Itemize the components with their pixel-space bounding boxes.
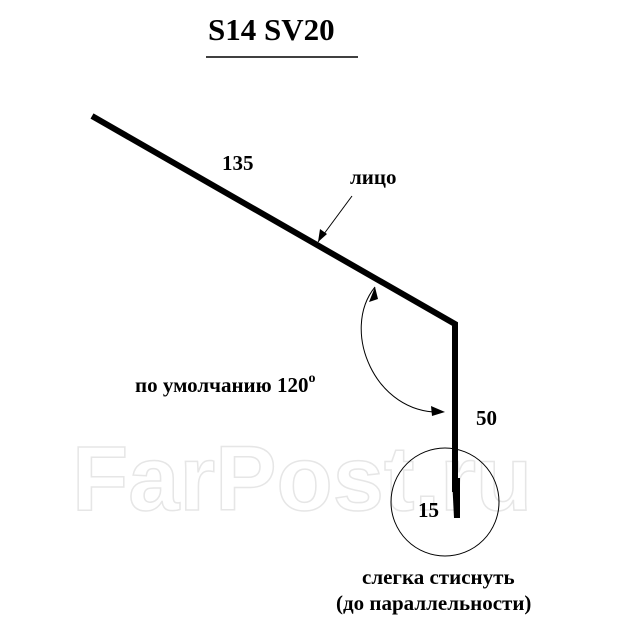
face-leader-arrowhead bbox=[318, 229, 327, 242]
face-label: лицо bbox=[350, 165, 396, 189]
drawing-title: S14 SV20 bbox=[208, 12, 335, 47]
dimension-top-segment: 135 bbox=[222, 151, 254, 175]
angle-degree-mark: o bbox=[308, 371, 315, 386]
angle-label: по умолчанию 120o bbox=[135, 371, 315, 397]
dimension-vertical-segment: 50 bbox=[476, 406, 497, 430]
note-line-2: (до параллельности) bbox=[336, 591, 531, 615]
hem-fold bbox=[452, 478, 460, 518]
profile-line bbox=[90, 113, 458, 492]
dimension-hem: 15 bbox=[418, 498, 439, 522]
note-line-1: слегка стиснуть bbox=[362, 565, 515, 589]
angle-arrowhead-top bbox=[369, 287, 378, 302]
angle-arc bbox=[360, 286, 443, 413]
angle-arrowhead-bottom bbox=[431, 406, 445, 416]
angle-label-text: по умолчанию 120 bbox=[135, 373, 308, 397]
hem-detail-circle bbox=[390, 447, 500, 557]
watermark: FarPost.ru bbox=[72, 428, 532, 530]
